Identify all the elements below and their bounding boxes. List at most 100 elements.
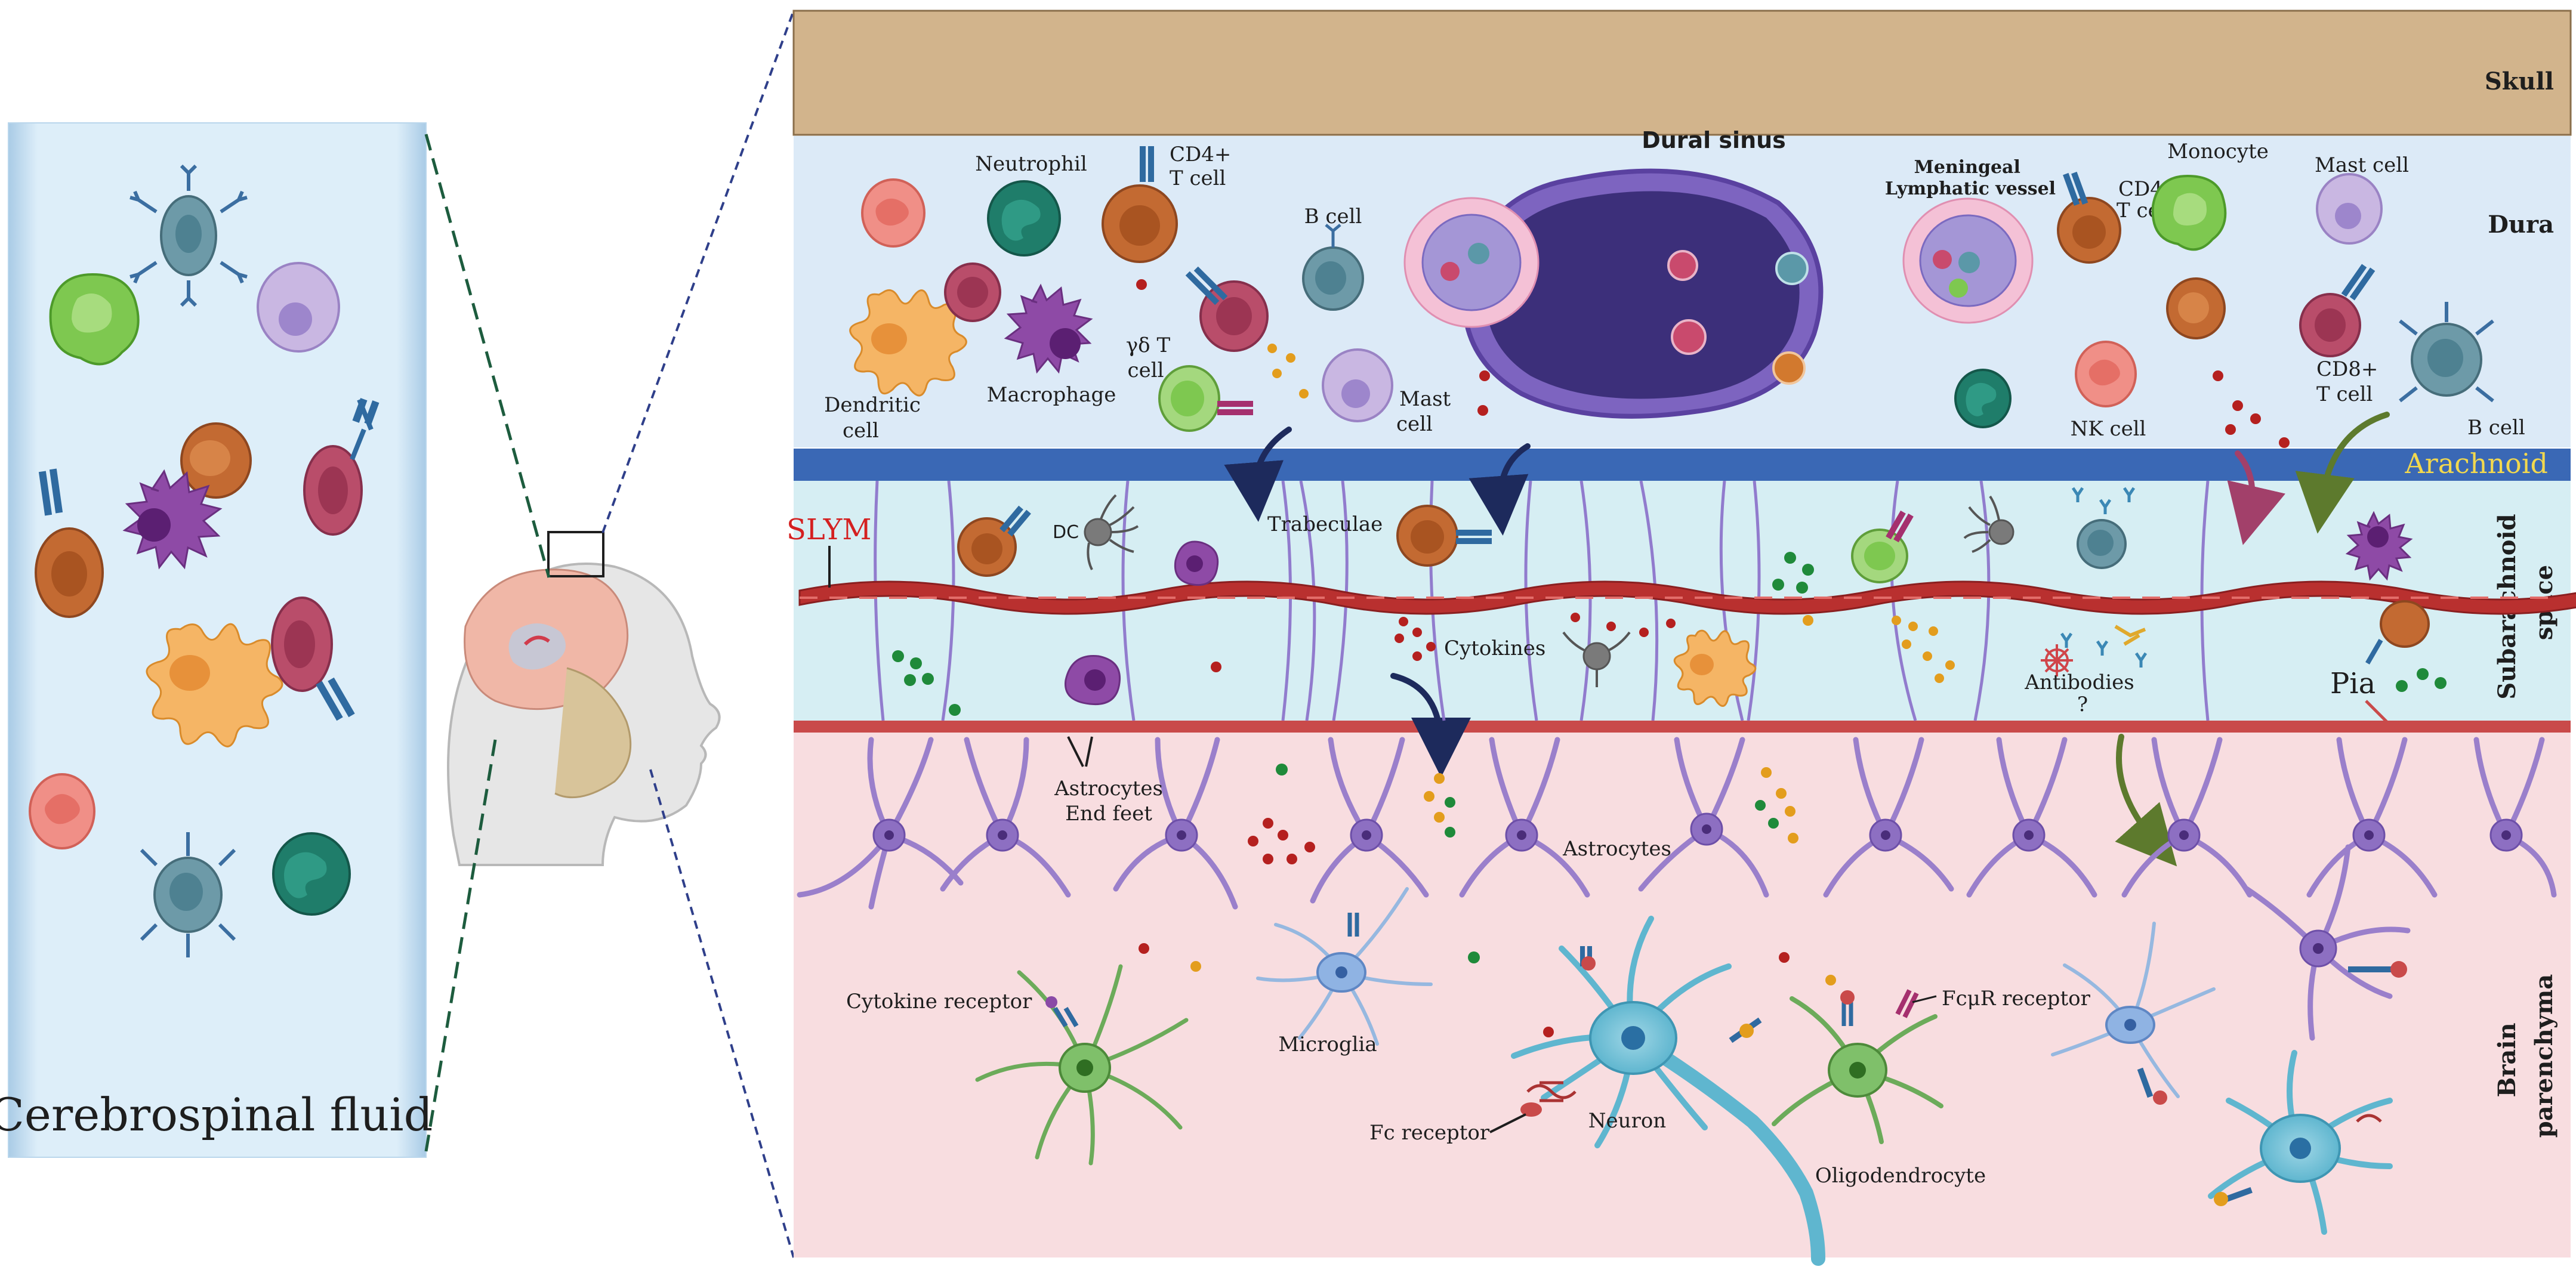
dc-label: DC (1053, 522, 1079, 543)
cytokines-label: Cytokines (1444, 636, 1545, 660)
dura-monocyte: Monocyte (2151, 140, 2269, 251)
fcmu-receptor-label: FcμR receptor (1942, 987, 2091, 1011)
pia-pointer (2365, 700, 2391, 726)
dura-gd-t-cell: γδ T cell (1126, 333, 1253, 432)
dura-nk-cell: Neutrophil (975, 152, 1087, 257)
cd4-t-cell-label-2: T cell (1170, 166, 1226, 190)
sas-macrophage (2345, 511, 2413, 581)
sas-ifn-symbol (2041, 644, 2073, 676)
sas-cytokine-dots (892, 552, 2447, 716)
brain-label: Brain parenchyma (2493, 974, 2558, 1138)
dura-t-cell-red (1185, 266, 1269, 352)
b-cell-label: B cell (1304, 205, 1362, 228)
csf-monocyte (49, 273, 140, 366)
sas-dendritic-cell (1673, 629, 1757, 707)
astrocyte-nuclei (884, 824, 2511, 840)
dura-dendritic-cell: Dendritic cell (824, 289, 967, 443)
brain-neuron: Neuron Fc receptor (1369, 916, 1825, 1266)
csf-t-cell-red (303, 398, 380, 536)
macrophage-label: Macrophage (987, 383, 1116, 407)
sas-gd-t-cell (1851, 510, 1914, 583)
fcmu-pointer (1912, 995, 1937, 1003)
csf-b-cell-top (129, 164, 248, 307)
dura-t-cell-red-small (944, 262, 1001, 322)
sas-t-cell-right (2365, 600, 2430, 665)
sas-t-cell (957, 505, 1031, 577)
csf-nk-cell (272, 832, 351, 916)
pia-layer (794, 721, 2571, 733)
slym-membrane: SLYM (786, 513, 2576, 615)
dura-macrophage: Macrophage (987, 283, 1116, 407)
mast-cell-2-label: Mast cell (2315, 153, 2409, 177)
csf-mast-cell (257, 262, 340, 353)
mast-cell-label-1: Mast (1399, 387, 1451, 411)
sas-antibodies (2060, 487, 2148, 668)
head-illustration (447, 531, 721, 866)
antibodies-label-2: ? (2077, 693, 2088, 716)
monocyte-label: Monocyte (2167, 140, 2269, 163)
mast-cell-label-2: cell (1396, 412, 1433, 436)
neutrophil-label: Neutrophil (975, 152, 1087, 176)
dura-b-cell-2: B cell (2399, 302, 2525, 440)
brain-neuron-right (2208, 1050, 2393, 1235)
dura-cd4-t-cell: CD4+ T cell (1102, 143, 1231, 263)
zoom-box (547, 531, 604, 577)
dura-monocyte-orange (2166, 277, 2226, 339)
csf-title: Cerebrospinal fluid (0, 1088, 433, 1141)
trabeculae-label: Trabeculae (1267, 512, 1383, 536)
pia-label: Pia (2330, 667, 2376, 700)
dura-mast-cell: Mast cell (1322, 348, 1451, 436)
skull-label: Skull (2485, 67, 2554, 95)
nk-cell-label: NK cell (2071, 417, 2146, 441)
sas-macrophage-left (1065, 655, 1121, 706)
dura-b-cell: B cell (1302, 205, 1364, 311)
arachnoid-label: Arachnoid (2404, 447, 2548, 480)
dura-neutrophil (861, 178, 925, 248)
lymphatic-vessel-right: Meningeal Lymphatic vessel (1885, 157, 2056, 324)
csf-dendritic-cell (146, 623, 283, 747)
fc-receptor-pointer (1489, 1113, 1526, 1133)
dura-cd4-t-cell-2: CD4+ T cell (2057, 171, 2180, 264)
dura-mast-cell-2: Mast cell (2315, 153, 2409, 245)
dura-neutrophil-2: NK cell (2071, 341, 2146, 441)
oligodendrocyte-label: Oligodendrocyte (1815, 1164, 1986, 1188)
dendritic-cell-label-1: Dendritic (824, 393, 921, 417)
sas-antibody-gold (2114, 625, 2146, 646)
cd4-t-cell-label-1: CD4+ (1170, 143, 1231, 166)
meningeal-lymphatic-label: Meningeal Lymphatic vessel (1885, 157, 2056, 199)
brain-cytokine-dots (1139, 764, 1836, 1037)
csf-macrophage (122, 469, 223, 570)
sas-macrophage-small (1174, 540, 1219, 586)
cd8-t-cell-label-2: T cell (2316, 382, 2373, 406)
meningeal-label-2: Lymphatic vessel (1885, 178, 2056, 199)
lymphatic-vessel-left (1403, 197, 1540, 328)
dura-nk-cell-2 (1954, 369, 2012, 428)
fc-receptor-label: Fc receptor (1369, 1121, 1490, 1145)
gd-t-cell-label-1: γδ T (1126, 333, 1171, 357)
b-cell-2-label: B cell (2467, 416, 2525, 440)
dural-sinus: Dural sinus (1462, 127, 1824, 419)
neuron-label: Neuron (1588, 1109, 1666, 1133)
astro-end-feet-label-1: Astrocytes (1054, 777, 1163, 801)
skull-layer: Skull (792, 10, 2572, 136)
brain-label-1: Brain (2493, 1022, 2521, 1097)
astrocytes-label: Astrocytes (1562, 837, 1671, 861)
dura-label: Dura (2488, 211, 2554, 239)
brain-microglia: Microglia (1256, 887, 1433, 1056)
dura-t-cell-red-right: CD8+ T cell (2299, 264, 2378, 406)
dural-sinus-label: Dural sinus (1642, 127, 1786, 153)
sas-b-cell (2077, 519, 2127, 569)
slym-label: SLYM (786, 513, 872, 546)
csf-b-cell-bottom (140, 832, 236, 957)
sas-dc-3 (1562, 631, 1631, 687)
dendritic-cell-label-2: cell (843, 419, 879, 443)
brain-astrocyte-right (2244, 844, 2411, 1041)
csf-monocyte-orange (180, 422, 252, 499)
astro-end-feet-label-2: End feet (1065, 802, 1152, 826)
csf-t-cell-left (35, 468, 104, 618)
cd8-t-cell-label-1: CD8+ (2316, 357, 2378, 381)
sas-t-cell-2 (1396, 505, 1492, 567)
sas-dc-2 (1963, 495, 2014, 553)
